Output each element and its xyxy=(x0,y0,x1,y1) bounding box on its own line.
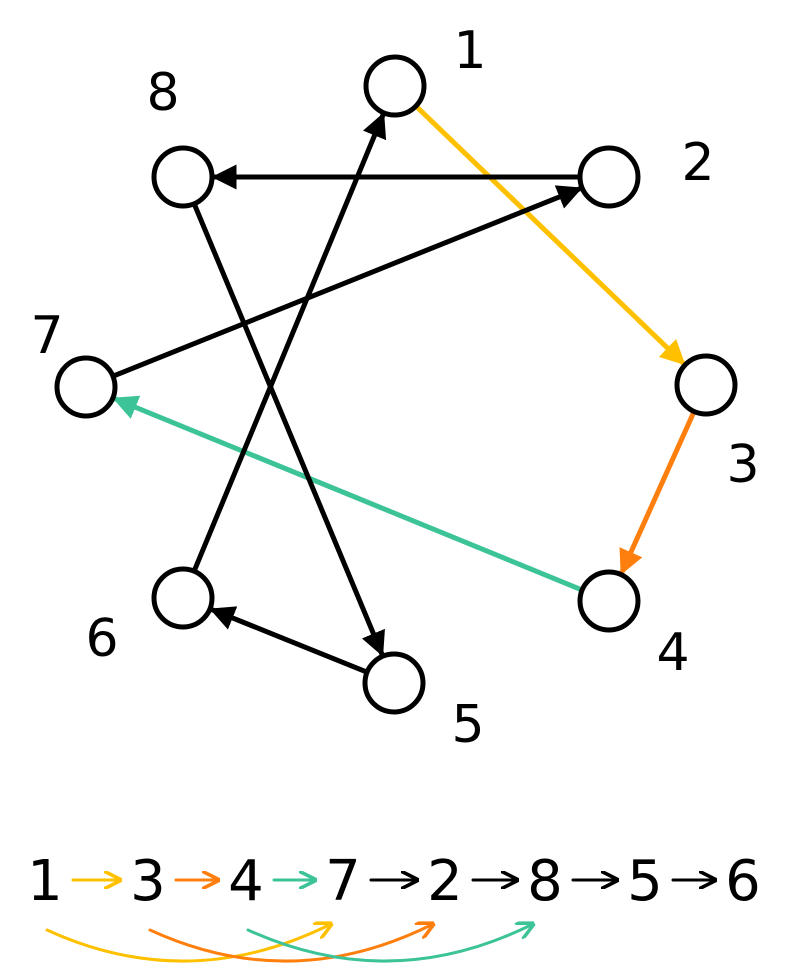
sequence-curve-3 xyxy=(246,924,533,963)
node-7 xyxy=(54,355,118,419)
edge-1-to-3 xyxy=(413,103,687,367)
sequence-curves xyxy=(45,924,533,963)
edge-6-to-1 xyxy=(191,112,387,574)
edge-3-to-4 xyxy=(619,408,697,576)
edge-8-to-5 xyxy=(191,201,385,657)
node-label-5: 5 xyxy=(451,695,484,755)
sequence-item-5: 2 xyxy=(427,849,463,914)
node-2 xyxy=(577,145,641,209)
node-label-7: 7 xyxy=(30,306,63,366)
sequence-item-2: 3 xyxy=(130,849,166,914)
node-8 xyxy=(151,145,215,209)
sequence-item-8: 6 xyxy=(725,849,761,914)
nodes-layer: 1 2 3 4 5 6 7 8 xyxy=(30,21,759,755)
node-label-3: 3 xyxy=(726,435,759,495)
node-label-4: 4 xyxy=(656,623,689,683)
sequence-item-3: 4 xyxy=(228,849,264,914)
node-3 xyxy=(674,353,738,417)
sequence-item-6: 8 xyxy=(527,849,563,914)
edge-7-to-2 xyxy=(110,185,583,379)
sequence-item-1: 1 xyxy=(27,849,63,914)
sequence-item-4: 7 xyxy=(325,849,361,914)
node-5 xyxy=(362,651,426,715)
node-label-8: 8 xyxy=(146,63,179,123)
node-label-6: 6 xyxy=(85,609,118,669)
node-6 xyxy=(151,566,215,630)
sequence-curve-1 xyxy=(45,924,331,963)
node-label-1: 1 xyxy=(453,21,486,81)
node-label-2: 2 xyxy=(681,133,714,193)
edge-4-to-7 xyxy=(112,395,585,593)
node-4 xyxy=(577,569,641,633)
sequence-item-7: 5 xyxy=(627,849,663,914)
sequence-curve-2 xyxy=(148,924,433,963)
edge-5-to-6 xyxy=(209,606,370,675)
edges-layer xyxy=(110,103,697,675)
node-1 xyxy=(363,54,427,118)
